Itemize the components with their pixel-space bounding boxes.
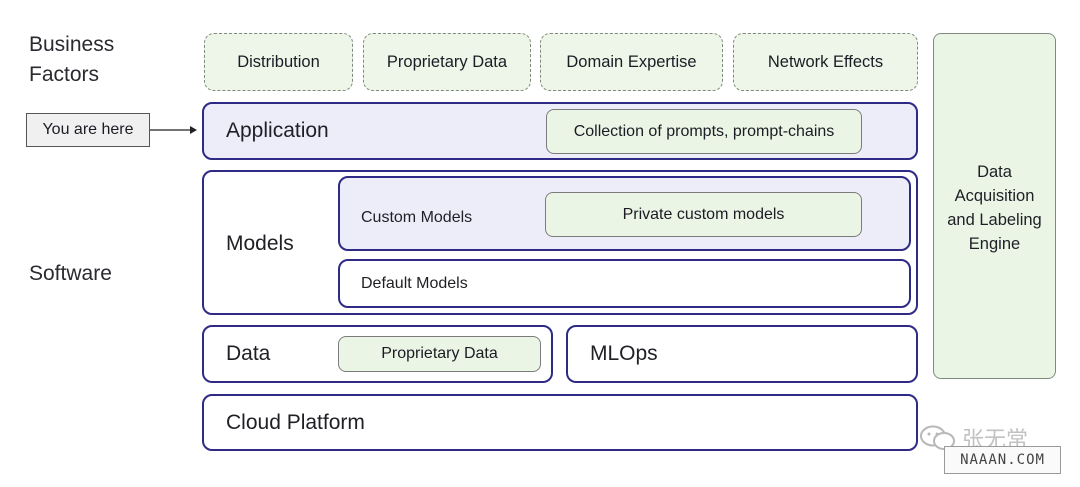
factor-domain-expertise: Domain Expertise xyxy=(540,33,723,91)
models-layer: Models Custom Models Private custom mode… xyxy=(202,170,918,315)
factor-proprietary-data: Proprietary Data xyxy=(363,33,531,91)
cloud-platform-title: Cloud Platform xyxy=(226,411,365,434)
prompts-pill: Collection of prompts, prompt-chains xyxy=(546,109,862,154)
pill-label: Collection of prompts, prompt-chains xyxy=(573,122,835,140)
default-models-title: Default Models xyxy=(361,275,468,292)
application-title: Application xyxy=(226,119,329,142)
default-models-layer: Default Models xyxy=(338,259,911,308)
business-factors-label: Business Factors xyxy=(29,33,115,86)
factor-label: Proprietary Data xyxy=(386,52,508,71)
models-title: Models xyxy=(226,232,294,255)
pill-label: Proprietary Data xyxy=(381,345,498,362)
watermark-site: NAAAN.COM xyxy=(944,446,1061,474)
software-label: Software xyxy=(29,262,112,285)
custom-models-title: Custom Models xyxy=(361,209,473,226)
data-acquisition-engine: Data Acquisition and Labeling Engine xyxy=(933,33,1056,379)
application-layer: Application Collection of prompts, promp… xyxy=(202,102,918,160)
data-layer: Data Proprietary Data xyxy=(202,325,553,383)
private-models-pill: Private custom models xyxy=(545,192,862,237)
factor-label: Network Effects xyxy=(767,52,884,71)
factor-label: Distribution xyxy=(237,52,320,71)
factor-distribution: Distribution xyxy=(204,33,353,91)
pill-label: Private custom models xyxy=(622,205,785,223)
proprietary-data-pill: Proprietary Data xyxy=(338,336,541,372)
factor-network-effects: Network Effects xyxy=(733,33,918,91)
watermark-site-text: NAAAN.COM xyxy=(960,452,1045,468)
mlops-title: MLOps xyxy=(590,342,658,365)
data-title: Data xyxy=(226,342,271,365)
arrow-right-icon xyxy=(150,126,197,134)
engine-label: Data Acquisition and Labeling Engine xyxy=(947,163,1042,253)
you-are-here-text: You are here xyxy=(42,121,134,138)
factor-label: Domain Expertise xyxy=(566,52,697,71)
cloud-platform-layer: Cloud Platform xyxy=(202,394,918,451)
custom-models-layer: Custom Models Private custom models xyxy=(338,176,911,251)
you-are-here-box: You are here xyxy=(26,113,150,147)
mlops-layer: MLOps xyxy=(566,325,918,383)
